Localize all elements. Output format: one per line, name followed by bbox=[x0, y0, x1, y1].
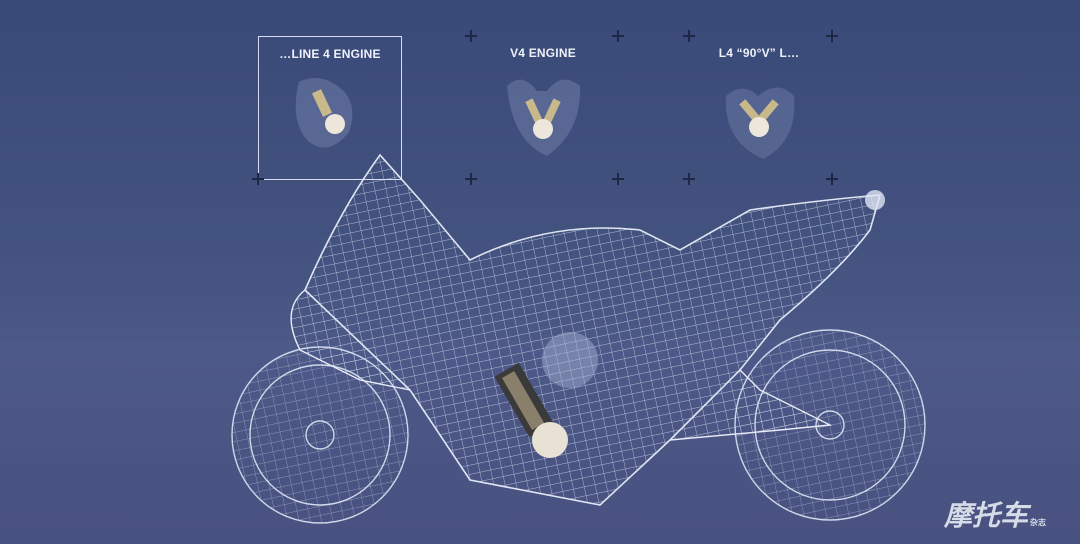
crosshair-marker bbox=[826, 173, 838, 185]
engine-option-l4-90v[interactable]: L4 “90°V” L… bbox=[688, 36, 830, 178]
motorcycle-wireframe bbox=[231, 153, 926, 524]
engine-option-v4[interactable]: V4 ENGINE bbox=[472, 36, 614, 178]
crosshair-marker bbox=[252, 173, 264, 185]
watermark-logo: 摩托车杂志 bbox=[943, 499, 1046, 532]
engine-option-inline4[interactable]: …LINE 4 ENGINE bbox=[258, 36, 402, 180]
crosshair-marker bbox=[612, 173, 624, 185]
engine-label: …LINE 4 ENGINE bbox=[279, 47, 381, 61]
engine-label: L4 “90°V” L… bbox=[718, 46, 800, 60]
crosshair-marker bbox=[683, 173, 695, 185]
crosshair-marker bbox=[612, 30, 624, 42]
crosshair-marker bbox=[683, 30, 695, 42]
inline4-engine-image bbox=[295, 78, 353, 148]
crosshair-marker bbox=[465, 173, 477, 185]
l4-90v-engine-image bbox=[725, 87, 795, 159]
engine-label: V4 ENGINE bbox=[510, 46, 576, 60]
v4-engine-image bbox=[507, 79, 581, 156]
crosshair-marker bbox=[465, 30, 477, 42]
crosshair-marker bbox=[826, 30, 838, 42]
